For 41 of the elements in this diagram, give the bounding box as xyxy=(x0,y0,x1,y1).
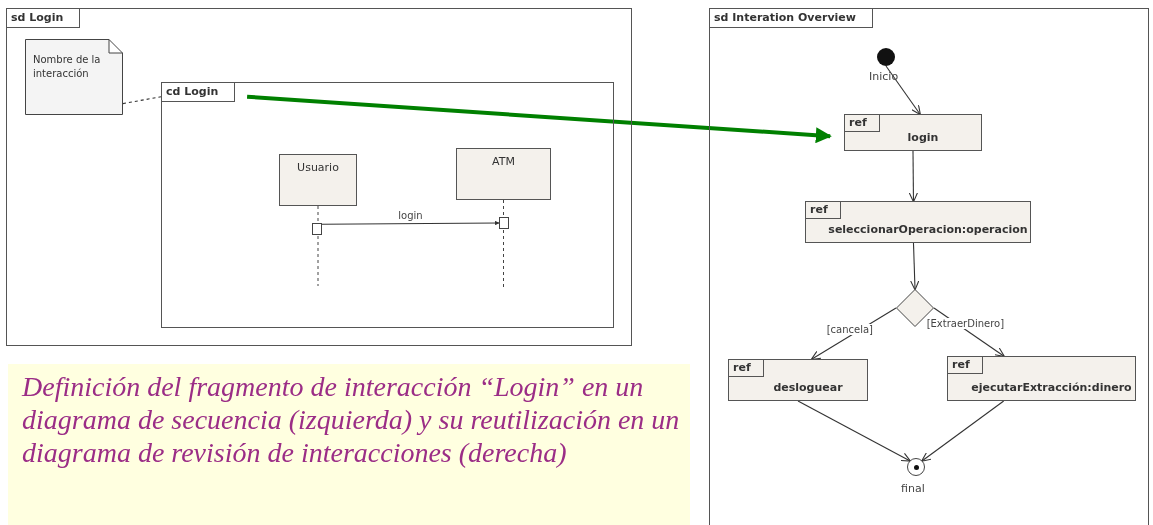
interaction-ref-box xyxy=(947,356,1136,401)
ref-tag: ref xyxy=(806,202,841,219)
activation-bar xyxy=(312,223,322,235)
lifeline-head xyxy=(456,148,551,200)
interaction-ref-box xyxy=(728,359,868,401)
node-caption: final xyxy=(901,482,925,495)
interaction-name: login xyxy=(906,131,940,144)
initial-node xyxy=(877,48,895,66)
lifeline-head xyxy=(279,154,357,206)
note-text: Nombre de la interacción xyxy=(33,53,102,81)
lifeline-name: ATM xyxy=(491,155,516,168)
interaction-ref-box xyxy=(844,114,982,151)
final-node xyxy=(907,458,925,476)
note xyxy=(25,39,123,115)
arrow xyxy=(321,220,500,226)
frame xyxy=(709,8,1149,525)
interaction-ref-box xyxy=(805,201,1031,243)
frame xyxy=(6,8,632,346)
caption: Definición del fragmento de interacción “Login” en un diagrama de secuencia (izquierda) y su reutilización en un diagrama de revisión de interacciones (derecha) xyxy=(22,370,680,469)
edge-label: [ExtraerDinero] xyxy=(925,317,1006,329)
arrow xyxy=(797,400,912,462)
frame-title: sd Interation Overview xyxy=(710,9,873,28)
lifeline-name: Usuario xyxy=(296,161,340,174)
arrow xyxy=(908,150,918,203)
arrow xyxy=(885,65,921,116)
edge-label: [cancela] xyxy=(825,324,874,336)
ref-tag: ref xyxy=(729,360,764,377)
ref-tag: ref xyxy=(845,115,880,132)
arrow xyxy=(910,242,920,291)
arrow xyxy=(921,400,1005,462)
interaction-name: desloguear xyxy=(772,381,844,394)
ref-tag: ref xyxy=(948,357,983,374)
frame-title: sd Login xyxy=(7,9,81,28)
connector-line xyxy=(122,96,162,105)
frame xyxy=(161,82,614,328)
activation-bar xyxy=(499,217,509,229)
interaction-name: seleccionarOperacion:operacion xyxy=(827,223,1029,236)
frame-title: cd Login xyxy=(162,83,236,102)
arrow xyxy=(246,94,832,144)
interaction-name: ejecutarExtracción:dinero xyxy=(970,381,1133,394)
edge-label: login xyxy=(397,209,424,221)
